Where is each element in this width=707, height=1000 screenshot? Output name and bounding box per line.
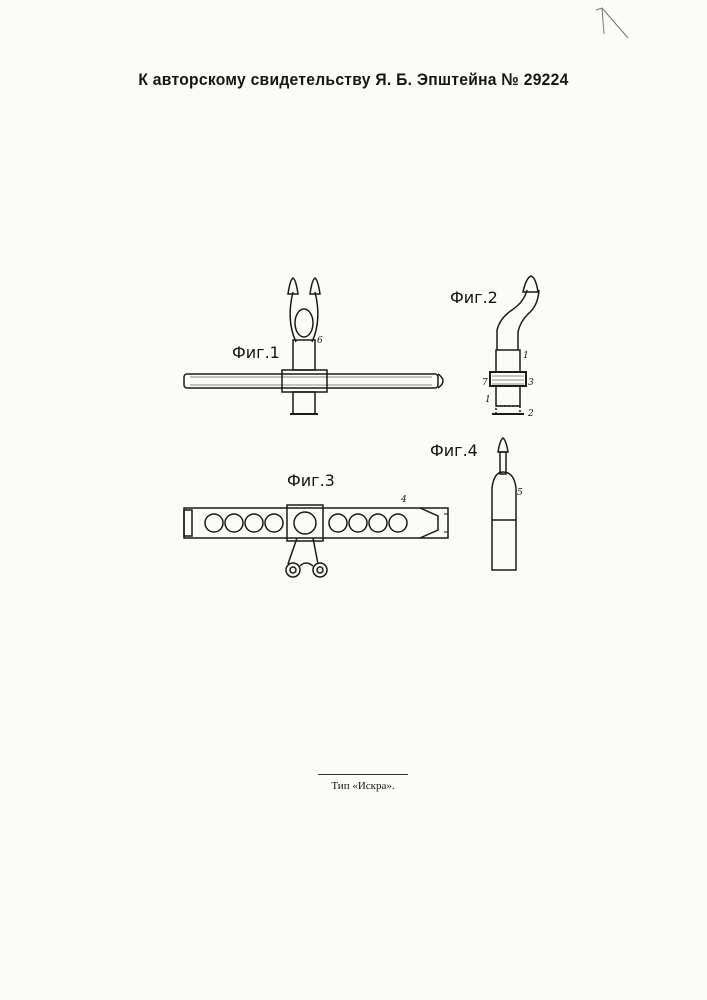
figure-4-label: Фиг.4 bbox=[430, 441, 478, 460]
figure-3-label: Фиг.3 bbox=[287, 471, 335, 490]
figure-1-label: Фиг.1 bbox=[232, 343, 280, 362]
figure-2-callout-3: 3 bbox=[528, 378, 534, 388]
figure-2-callout-1-lower: 1 bbox=[485, 395, 491, 405]
figure-2-callout-2: 2 bbox=[527, 409, 534, 419]
figure-4-callout-5: 5 bbox=[517, 488, 523, 498]
figure-2-callout-7: 7 bbox=[482, 378, 488, 388]
figure-2-label: Фиг.2 bbox=[450, 288, 498, 307]
figure-3 bbox=[184, 505, 448, 577]
footer-rule bbox=[318, 774, 408, 775]
figure-1-callout-6: 6 bbox=[317, 336, 323, 346]
figure-2-callout-1-upper: 1 bbox=[523, 351, 529, 361]
figure-1 bbox=[184, 278, 443, 414]
printer-imprint: Тип «Искра». bbox=[318, 780, 408, 792]
figure-3-callout-4: 4 bbox=[400, 495, 407, 505]
figure-4 bbox=[492, 438, 516, 570]
